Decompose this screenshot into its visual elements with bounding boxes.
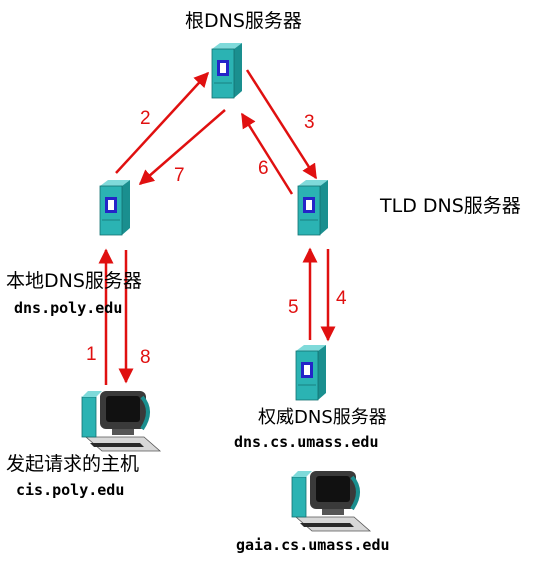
authoritative-server-label: 权威DNS服务器 <box>258 407 387 428</box>
step-label-2: 2 <box>140 108 151 129</box>
target-computer-icon <box>290 469 372 533</box>
step-label-6: 6 <box>258 158 269 179</box>
local-server-label: 本地DNS服务器 <box>6 270 142 292</box>
local-server-icon <box>99 179 131 236</box>
step-label-7: 7 <box>174 165 185 186</box>
step-label-5: 5 <box>288 297 299 318</box>
authoritative-server-icon <box>295 344 327 401</box>
step-label-3: 3 <box>304 112 315 133</box>
requester-label: 发起请求的主机 <box>6 453 139 475</box>
arrow-step-6 <box>240 112 294 195</box>
arrow-step-2 <box>115 71 210 174</box>
arrow-step-3 <box>245 69 318 180</box>
tld-server-label: TLD DNS服务器 <box>379 195 521 217</box>
step-label-8: 8 <box>140 347 151 368</box>
authoritative-server-host: dns.cs.umass.edu <box>234 433 379 451</box>
requester-host: cis.poly.edu <box>16 481 124 499</box>
root-server-label: 根DNS服务器 <box>185 10 302 32</box>
tld-server-icon <box>297 179 329 236</box>
root-server-icon <box>211 42 243 99</box>
target-host: gaia.cs.umass.edu <box>236 536 390 554</box>
requester-computer-icon <box>80 389 162 453</box>
local-server-host: dns.poly.edu <box>14 299 122 317</box>
step-label-1: 1 <box>86 344 97 365</box>
step-label-4: 4 <box>336 288 347 309</box>
arrow-step-7 <box>138 109 226 185</box>
